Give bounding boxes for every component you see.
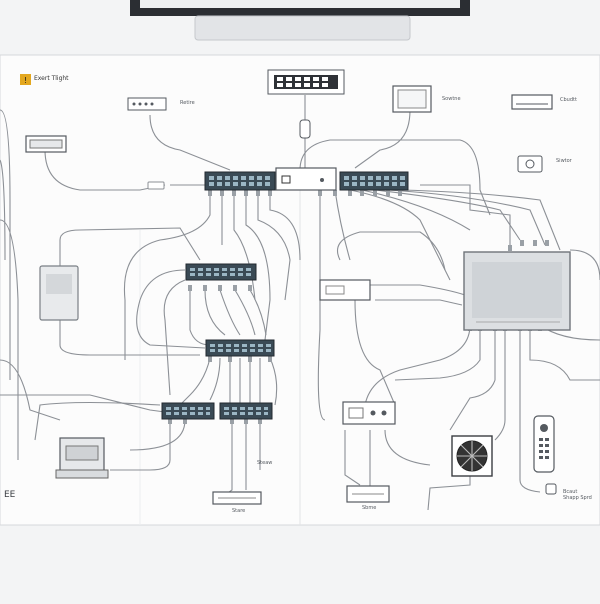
set-top-box (511, 94, 553, 110)
diagram-title: Exert Tlight (34, 75, 69, 82)
central-hub (275, 167, 337, 191)
cable-wiring (0, 95, 600, 511)
printer-device (55, 437, 109, 479)
router-bottom-caption: Steaw (257, 460, 273, 466)
router-caption: Retire (180, 100, 195, 106)
camera-caption: Siwtor (556, 158, 572, 164)
cooling-fan (451, 435, 493, 477)
plug-caption: Bcaut Shapp Sprd (563, 489, 592, 501)
network-switch-5 (161, 402, 215, 420)
network-switch-2 (339, 171, 409, 191)
svg-text:!: ! (24, 76, 27, 85)
control-board (342, 401, 396, 425)
network-switch-4 (205, 339, 275, 357)
wifi-access-point (346, 485, 390, 503)
plug-icon (545, 483, 557, 495)
network-switch-1 (204, 171, 276, 191)
bottom-left-code: EE (4, 490, 16, 500)
monitor-stand (130, 0, 470, 41)
router-bottom-label: Stare (232, 508, 246, 514)
network-switch-3 (185, 263, 257, 281)
patch-panel-left (25, 135, 67, 153)
small-router-bottom (212, 491, 262, 505)
set-top-box-caption: Cbudtt (560, 97, 577, 103)
access-point-label: Sbme (362, 505, 377, 511)
nas-drive (39, 265, 79, 321)
display-device (392, 85, 432, 113)
display-caption: Sowtne (442, 96, 461, 102)
main-server-rack (463, 251, 571, 331)
network-switch-6 (219, 402, 273, 420)
router-device-top (127, 97, 167, 111)
camera-device (517, 155, 543, 173)
keyboard-device (267, 69, 345, 139)
warning-icon: ! (20, 74, 31, 85)
remote-control (533, 415, 555, 473)
modem-device (319, 279, 371, 301)
